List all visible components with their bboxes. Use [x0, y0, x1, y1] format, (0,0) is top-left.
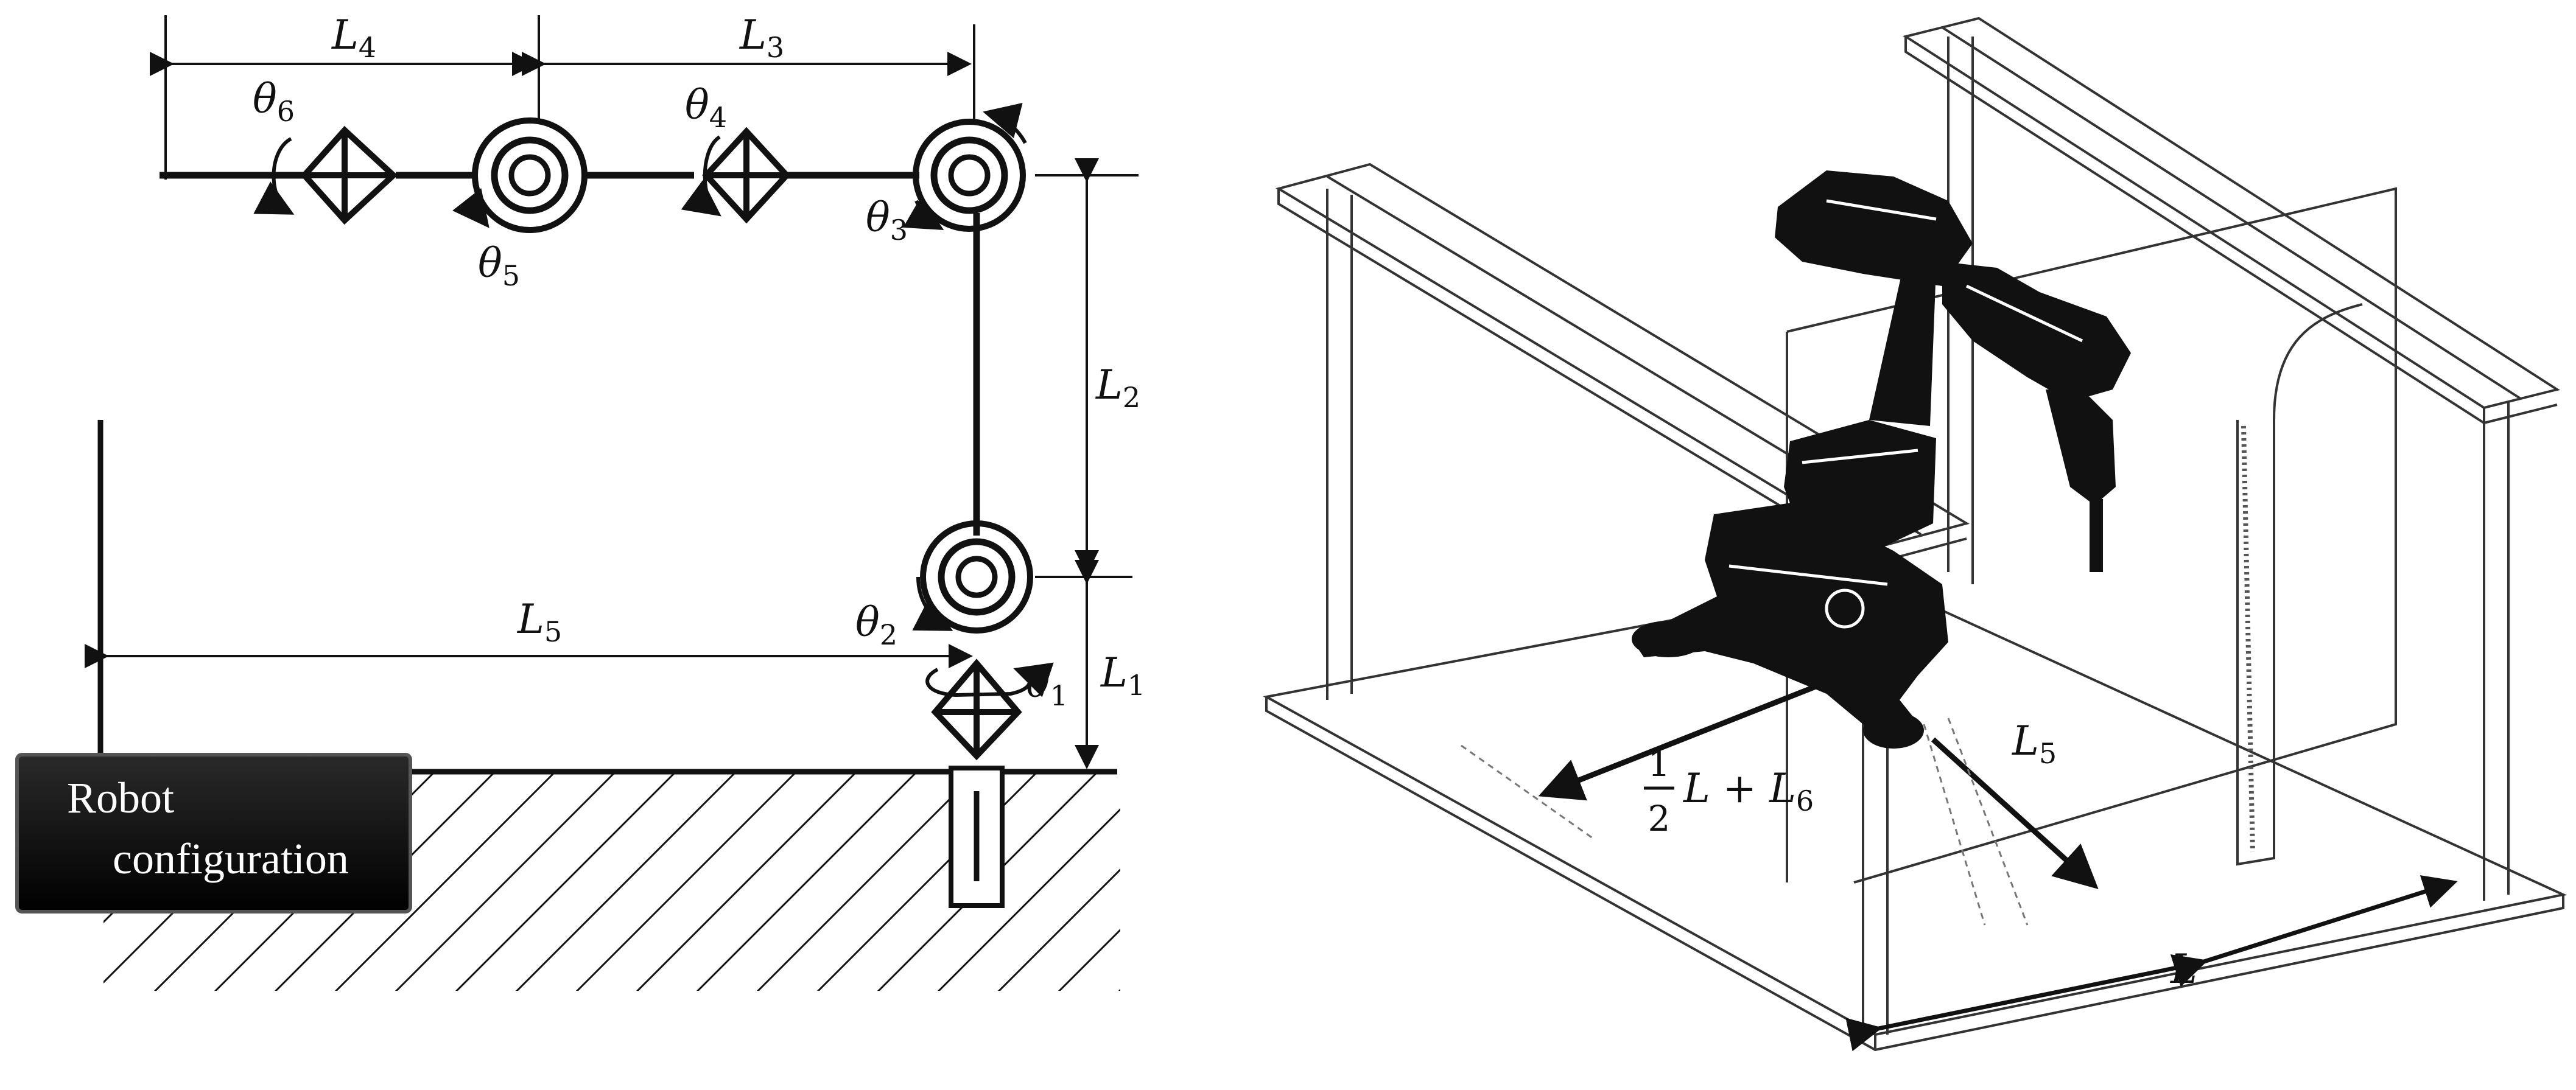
- joint-4-diamond: [702, 127, 791, 224]
- label-theta1: θ1: [1026, 660, 1068, 712]
- arm-links: [160, 172, 980, 749]
- joint-1-diamond: [931, 659, 1022, 761]
- dimension-lines-right: [1035, 158, 1139, 769]
- theta3-rotation-arrow: [983, 103, 1027, 144]
- label-L1: L1: [1100, 649, 1145, 702]
- fraction-denominator: 2: [1648, 798, 1671, 839]
- config-label-line2: configuration: [113, 834, 349, 883]
- kinematic-schematic: Robot configuration: [15, 12, 1145, 991]
- joint-5-revolute: [472, 117, 588, 233]
- label-L5-left: L5: [517, 596, 562, 648]
- theta5-rotation-arrow: [452, 187, 490, 228]
- label-L: L: [2170, 946, 2197, 993]
- theta1-rotation-arrow: [925, 662, 1054, 697]
- theta6-rotation-arrow: [253, 137, 295, 215]
- config-label-line1: Robot: [67, 774, 174, 822]
- workcell-labels: L5 1 2 L + L6 L: [1644, 718, 2197, 993]
- label-L5-right: L5: [2012, 718, 2057, 770]
- robot-arm-model: [1632, 170, 2131, 749]
- base-socket: [949, 766, 1005, 908]
- joint-2-revolute: [920, 520, 1033, 634]
- label-theta3: θ3: [866, 194, 908, 246]
- robot-configuration-box: Robot configuration: [15, 753, 412, 914]
- label-L2: L2: [1095, 362, 1140, 414]
- right-rail: [1903, 16, 2560, 425]
- center-panel: [1786, 187, 2397, 884]
- theta3-rotation-arrow-b: [903, 195, 944, 231]
- robot-highlights: [1728, 199, 2083, 629]
- side-walls: [1326, 37, 2510, 1041]
- label-L4: L4: [331, 12, 376, 64]
- dimension-lines-top: [150, 15, 975, 180]
- label-theta5: θ5: [478, 240, 520, 292]
- joint-3-revolute: [913, 119, 1026, 232]
- workcell-dimension-arrows: [1538, 682, 2458, 1052]
- label-theta4: θ4: [685, 82, 727, 134]
- theta2-rotation-arrow: [912, 576, 953, 631]
- label-theta6: θ6: [253, 75, 295, 128]
- workcell-guide-lines: [1461, 718, 2029, 926]
- label-theta2: θ2: [855, 599, 897, 651]
- label-L3: L3: [739, 12, 784, 64]
- joint-6-diamond: [300, 125, 398, 225]
- workcell-isometric: [1263, 16, 2567, 1052]
- fraction-expression: L + L6: [1683, 765, 1814, 817]
- theta4-rotation-arrow: [681, 135, 721, 217]
- label-half-L-plus-L6: 1 2 L + L6: [1644, 743, 1814, 839]
- fraction-numerator: 1: [1648, 743, 1671, 784]
